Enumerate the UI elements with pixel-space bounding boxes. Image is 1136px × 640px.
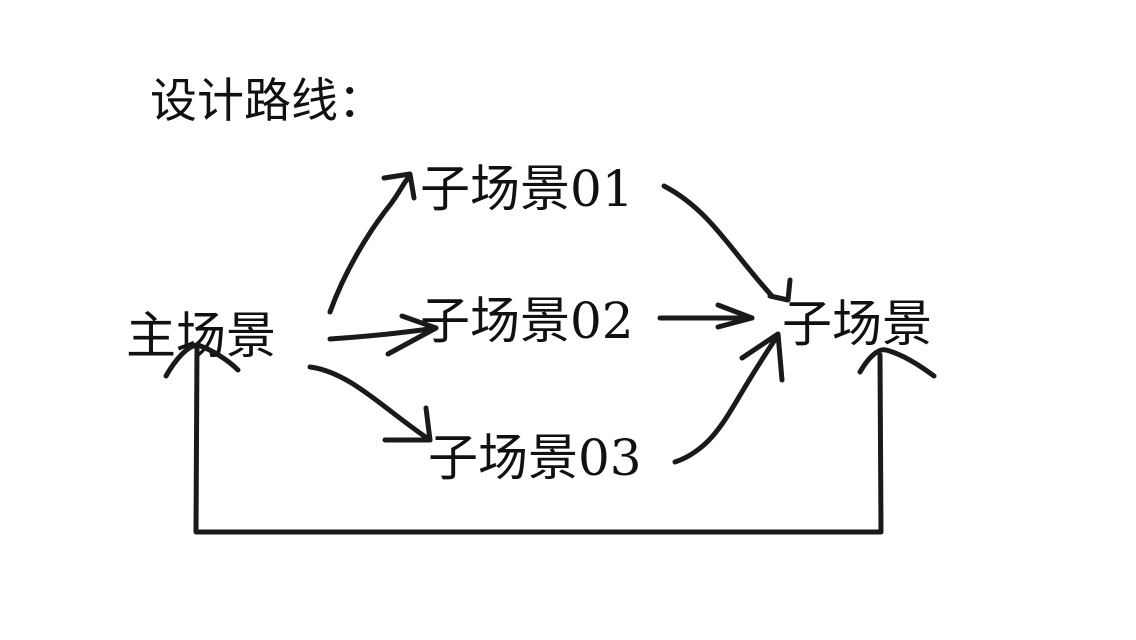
node-sub-scene-03: 子场景03 bbox=[428, 429, 642, 487]
node-target-scene: 子场景 bbox=[782, 295, 932, 353]
arrowhead-loop-main bbox=[163, 342, 241, 379]
arrowhead-target-bottom bbox=[739, 331, 785, 383]
node-main-scene: 主场景 bbox=[126, 307, 276, 365]
arrowhead-target-top bbox=[767, 277, 793, 303]
node-sub-scene-01: 子场景01 bbox=[420, 160, 634, 218]
arrowhead-sub02 bbox=[385, 313, 439, 357]
arrowhead-sub01 bbox=[381, 171, 417, 201]
diagram-title: 设计路线： bbox=[150, 74, 385, 129]
arrow-main-to-sub02 bbox=[327, 325, 439, 342]
arrow-sub01-to-target bbox=[661, 183, 775, 299]
arrow-main-to-sub01 bbox=[327, 173, 413, 315]
arrowhead-target-middle bbox=[715, 302, 755, 330]
arrow-sub03-to-target bbox=[672, 332, 781, 465]
arrow-main-to-sub03 bbox=[307, 364, 433, 443]
arrowhead-loop-right bbox=[857, 347, 937, 379]
arrowhead-sub03 bbox=[382, 405, 433, 443]
node-sub-scene-02: 子场景02 bbox=[420, 292, 634, 350]
arrow-loop-back bbox=[193, 342, 884, 535]
